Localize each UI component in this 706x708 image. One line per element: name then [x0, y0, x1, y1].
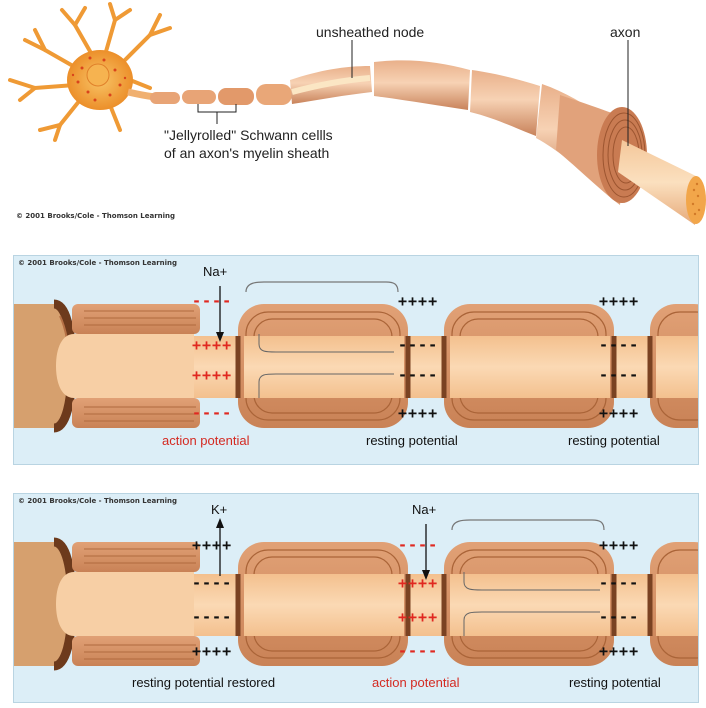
p2-node1-outer-bottom-signs: ++++: [192, 644, 232, 659]
p2-node2-inner-bottom-signs: ++++: [398, 610, 438, 625]
p2-node3-outer-top-signs: ++++: [599, 538, 639, 553]
p2-node2-outer-top-signs: ----: [398, 538, 438, 553]
node1-outer-top-signs: ----: [192, 294, 232, 309]
node3-inner-top-signs: ----: [599, 338, 639, 353]
label-unsheathed-node: unsheathed node: [316, 24, 424, 40]
node2-outer-bottom-signs: ++++: [398, 406, 438, 421]
p2-node2-outer-bottom-signs: ----: [398, 644, 438, 659]
myelin-segment-4: [650, 304, 698, 428]
p2-node3-outer-bottom-signs: ++++: [599, 644, 639, 659]
caption-action-potential-2: action potential: [372, 675, 459, 690]
caption-action-potential: action potential: [162, 433, 249, 448]
p2-node3-inner-bottom-signs: ----: [599, 610, 639, 625]
node2-inner-bottom-signs: ----: [398, 368, 438, 383]
label-schwann-line1: "Jellyrolled" Schwann cellls: [164, 127, 333, 143]
ion-label-na: Na+: [203, 264, 227, 279]
myelinated-axon-diagram-2: [14, 494, 698, 702]
myelin-segment-2: [238, 282, 408, 428]
node2-outer-top-signs: ++++: [398, 294, 438, 309]
caption-resting-potential-restored: resting potential restored: [132, 675, 275, 690]
neuron-cell-body: [10, 4, 170, 140]
myelin-segment-3b: [444, 520, 614, 666]
copyright-figure1: © 2001 Brooks/Cole - Thomson Learning: [16, 212, 175, 220]
node1-inner-bottom-signs: ++++: [192, 368, 232, 383]
node3-inner-bottom-signs: ----: [599, 368, 639, 383]
myelin-segment-4b: [650, 542, 698, 666]
p2-node2-inner-top-signs: ++++: [398, 576, 438, 591]
p2-node1-inner-bottom-signs: ----: [192, 610, 232, 625]
panel-action-potential-1: © 2001 Brooks/Cole - Thomson Learning Na…: [13, 255, 699, 465]
label-axon: axon: [610, 24, 640, 40]
p2-node1-outer-top-signs: ++++: [192, 538, 232, 553]
panel-action-potential-2: © 2001 Brooks/Cole - Thomson Learning K+…: [13, 493, 699, 703]
myelin-segment-2b: [238, 542, 408, 666]
node3-outer-bottom-signs: ++++: [599, 406, 639, 421]
node1-inner-top-signs: ++++: [192, 338, 232, 353]
node1-outer-bottom-signs: ----: [192, 406, 232, 421]
caption-resting-potential-2: resting potential: [568, 433, 660, 448]
myelin-segment-3: [444, 304, 614, 428]
label-schwann-line2: of an axon's myelin sheath: [164, 145, 329, 161]
copyright-panel2: © 2001 Brooks/Cole - Thomson Learning: [18, 497, 177, 505]
node3-outer-top-signs: ++++: [599, 294, 639, 309]
ion-label-k: K+: [211, 502, 227, 517]
p2-node3-inner-top-signs: ----: [599, 576, 639, 591]
p2-node1-inner-top-signs: ----: [192, 576, 232, 591]
caption-resting-potential-3: resting potential: [569, 675, 661, 690]
node2-inner-top-signs: ----: [398, 338, 438, 353]
caption-resting-potential-1: resting potential: [366, 433, 458, 448]
copyright-panel1: © 2001 Brooks/Cole - Thomson Learning: [18, 259, 177, 267]
ion-label-na-2: Na+: [412, 502, 436, 517]
